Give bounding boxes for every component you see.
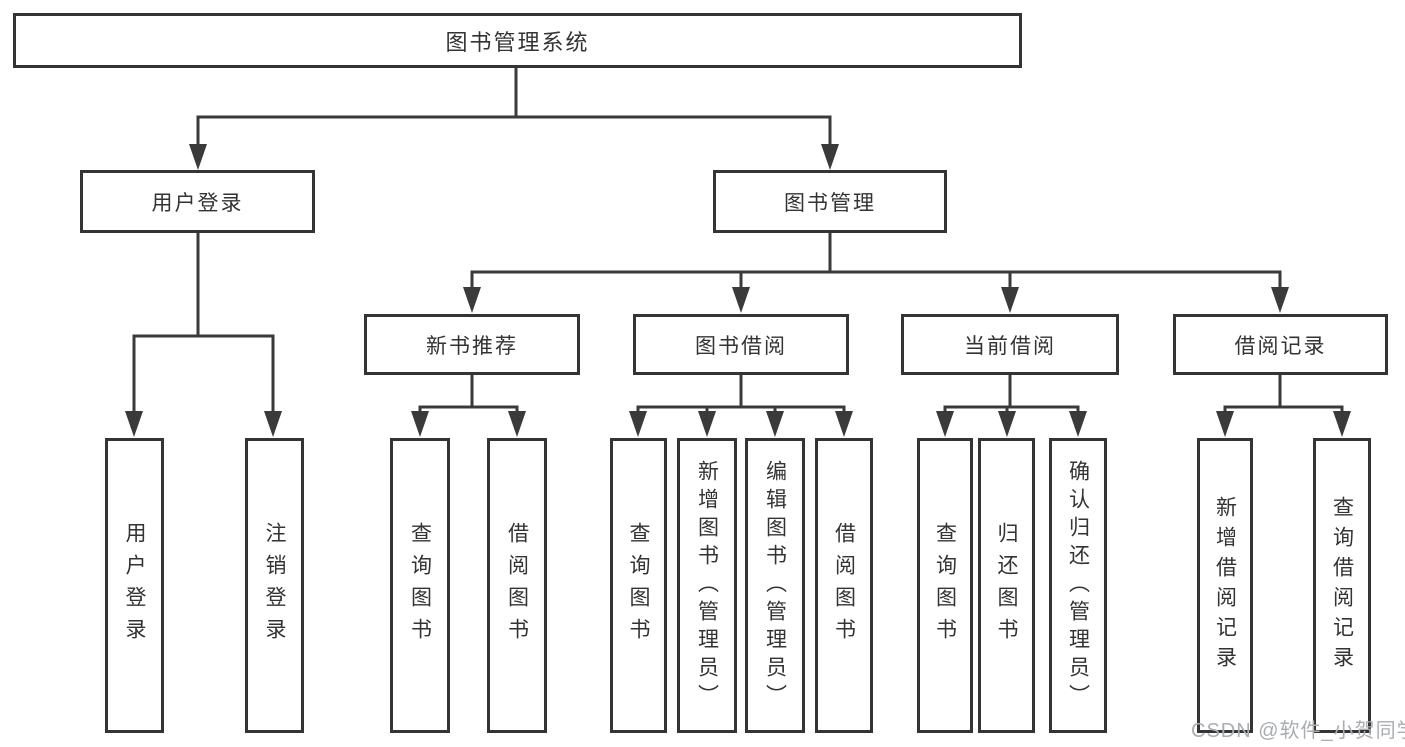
node-borrow-books-recommend: 借阅图书 <box>487 438 547 733</box>
node-logout: 注销登录 <box>245 438 304 733</box>
node-label: 注销登录 <box>263 521 286 650</box>
node-book-management: 图书管理 <box>713 170 947 233</box>
node-system-root: 图书管理系统 <box>13 13 1022 68</box>
node-label: 查询图书 <box>933 521 957 650</box>
node-edit-books-admin: 编辑图书（管理员） <box>745 438 805 733</box>
node-label: 借阅记录 <box>1234 334 1327 358</box>
watermark: CSDN @软件_小贺同学 <box>1191 720 1405 742</box>
node-label: 图书管理系统 <box>445 29 590 55</box>
node-add-borrow-record: 新增借阅记录 <box>1197 438 1253 733</box>
node-return-books: 归还图书 <box>978 438 1035 733</box>
node-query-books-borrowing: 查询图书 <box>610 438 667 733</box>
node-query-books-recommend: 查询图书 <box>390 438 450 733</box>
node-label: 当前借阅 <box>964 334 1056 358</box>
arrowhead-icons <box>125 144 1351 437</box>
node-label: 用户登录 <box>151 191 244 215</box>
node-label: 查询图书 <box>627 521 650 650</box>
node-label: 借阅图书 <box>832 521 856 650</box>
node-label: 用户登录 <box>123 521 146 650</box>
node-add-books-admin: 新增图书（管理员） <box>677 438 737 733</box>
node-label: 图书借阅 <box>695 334 787 358</box>
node-confirm-return-admin: 确认归还（管理员） <box>1049 438 1107 733</box>
node-label: 确认归还（管理员） <box>1066 459 1090 712</box>
node-book-borrowing: 图书借阅 <box>633 314 849 375</box>
node-label: 借阅图书 <box>505 521 529 650</box>
node-borrowing-records: 借阅记录 <box>1173 314 1388 375</box>
node-borrow-books-leaf: 借阅图书 <box>815 438 873 733</box>
node-current-borrowing: 当前借阅 <box>901 314 1119 375</box>
node-user-login-branch: 用户登录 <box>80 170 315 233</box>
node-label: 归还图书 <box>995 521 1018 650</box>
node-user-login-leaf: 用户登录 <box>105 438 164 733</box>
node-new-book-recommend: 新书推荐 <box>364 314 580 375</box>
node-label: 编辑图书（管理员） <box>763 459 787 712</box>
node-label: 新增图书（管理员） <box>695 459 719 712</box>
node-label: 查询图书 <box>408 521 432 650</box>
node-query-books-current: 查询图书 <box>917 438 973 733</box>
node-label: 新书推荐 <box>426 334 518 358</box>
node-label: 查询借阅记录 <box>1330 495 1354 676</box>
node-query-borrow-record: 查询借阅记录 <box>1313 438 1371 733</box>
node-label: 新增借阅记录 <box>1213 495 1237 676</box>
node-label: 图书管理 <box>784 191 876 215</box>
